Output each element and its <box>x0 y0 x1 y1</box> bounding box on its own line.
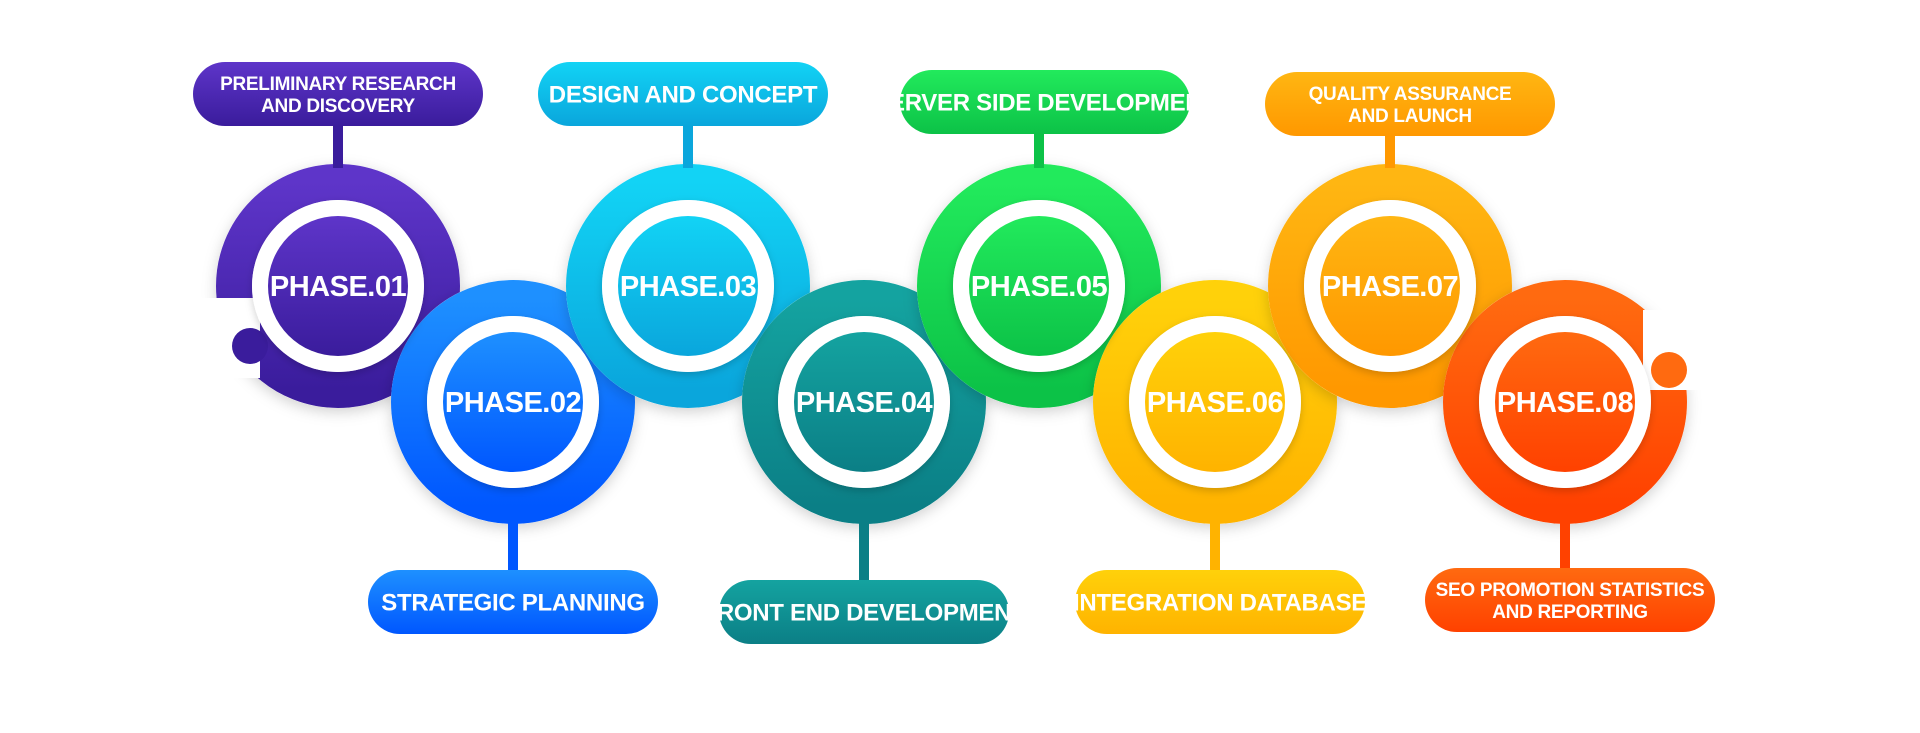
phase-5-title-line-1: SERVER SIDE DEVELOPMENT <box>873 90 1217 117</box>
phase-4-ring <box>742 280 986 524</box>
phase-7-title-line-1: QUALITY ASSURANCE <box>1309 84 1512 105</box>
phase-2-title-pill <box>368 570 658 634</box>
phase-7-connector <box>1385 136 1395 168</box>
phase-6-ring <box>1093 280 1337 524</box>
phase-8-connector <box>1560 520 1570 568</box>
phase-4-label: PHASE.04 <box>796 387 933 419</box>
phase-7-title-pill <box>1265 72 1555 136</box>
phase-4-title-line-1: FRONT END DEVELOPMENT <box>702 600 1026 627</box>
phase-4-title-pill <box>719 580 1009 644</box>
phase-6-title-pill <box>1075 570 1365 634</box>
phase-1-ring <box>216 164 460 408</box>
phase-8-title-pill <box>1425 568 1715 632</box>
phase-5-connector <box>1034 134 1044 168</box>
phase-8-ring-cap <box>1651 352 1687 388</box>
phase-1-title-line-1: PRELIMINARY RESEARCH <box>220 74 456 95</box>
phase-1-ring-cap <box>232 328 268 364</box>
phase-3-title-line-1: DESIGN AND CONCEPT <box>549 82 818 109</box>
phase-8-center <box>1495 332 1635 472</box>
phase-5-title-pill <box>900 70 1190 134</box>
phase-1-title-pill <box>193 62 483 126</box>
phase-5-center <box>969 216 1109 356</box>
phase-7-title-line-2: AND LAUNCH <box>1348 106 1472 127</box>
phase-2-connector <box>508 520 518 570</box>
phase-6-label: PHASE.06 <box>1147 387 1284 419</box>
phase-8-ring <box>1443 280 1687 524</box>
phase-6-center <box>1145 332 1285 472</box>
phase-6-title-line-1: INTEGRATION DATABASE <box>1073 590 1367 617</box>
phase-4-connector <box>859 520 869 580</box>
phase-8-title-line-2: AND REPORTING <box>1492 602 1648 623</box>
phase-5-label: PHASE.05 <box>971 271 1108 303</box>
phase-3-connector <box>683 126 693 168</box>
phase-1-connector <box>333 126 343 168</box>
phase-2-title-line-1: STRATEGIC PLANNING <box>381 590 645 617</box>
phase-3-ring <box>566 164 810 408</box>
phase-8-title-line-1: SEO PROMOTION STATISTICS <box>1436 580 1705 601</box>
phase-7-center <box>1320 216 1460 356</box>
phase-4-center <box>794 332 934 472</box>
phase-7-ring <box>1268 164 1512 408</box>
phase-1-title-line-2: AND DISCOVERY <box>261 96 415 117</box>
phase-8-label: PHASE.08 <box>1497 387 1634 419</box>
phase-5-ring <box>917 164 1161 408</box>
phase-1-center <box>268 216 408 356</box>
phase-3-label: PHASE.03 <box>620 271 757 303</box>
phase-6-connector <box>1210 520 1220 570</box>
phase-3-center <box>618 216 758 356</box>
phase-3-title-pill <box>538 62 828 126</box>
phase-1-label: PHASE.01 <box>270 271 407 303</box>
phase-2-ring <box>391 280 635 524</box>
phase-2-label: PHASE.02 <box>445 387 581 419</box>
phase-2-center <box>443 332 583 472</box>
phase-7-label: PHASE.07 <box>1322 271 1458 303</box>
